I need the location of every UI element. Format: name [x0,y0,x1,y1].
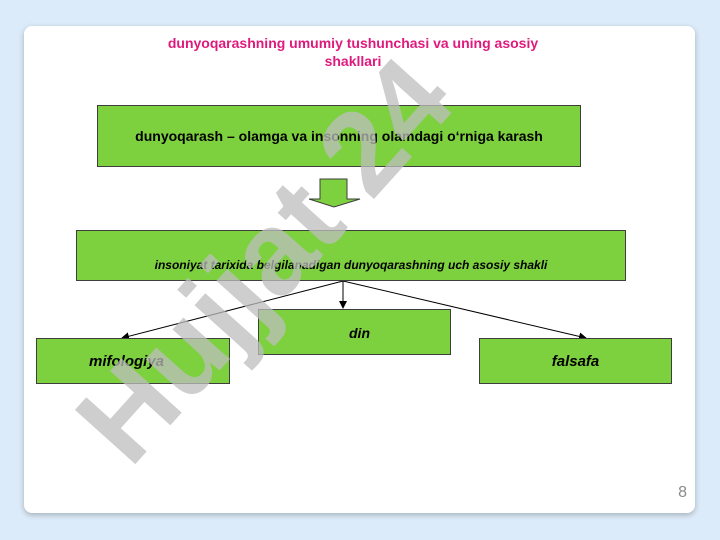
connector-to-mifologiya [121,280,344,341]
connector-to-falsafa [342,280,587,341]
mifologiya-box: mifologiya [36,338,230,384]
down-arrow-icon [308,178,361,208]
din-box: din [258,309,451,355]
page-number: 8 [678,484,687,501]
falsafa-box: falsafa [479,338,672,384]
forms-box: insoniyat tarixida belgilanadigan dunyoq… [76,230,626,281]
slide-title-line1: dunyoqarashning umumiy tushunchasi va un… [167,35,539,51]
definition-box: dunyoqarash – olamga va insonning olamda… [97,105,581,167]
slide-title: dunyoqarashning umumiy tushunchasi va un… [120,34,586,70]
slide-title-line2: shakllari [324,53,382,69]
